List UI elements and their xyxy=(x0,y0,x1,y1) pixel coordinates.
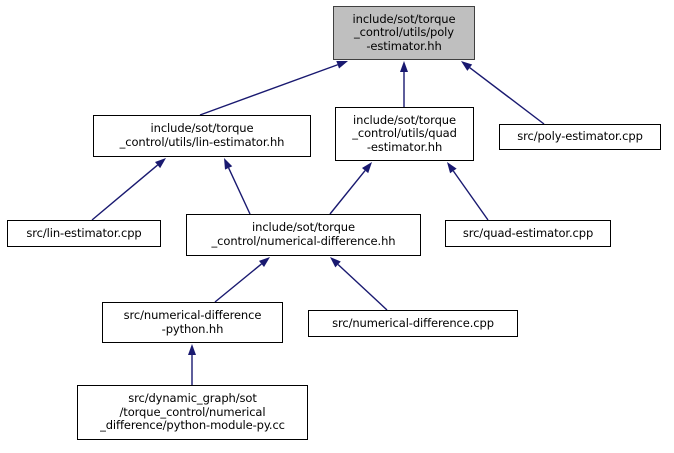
node-lin-estimator-hh-label: include/sot/torque _control/utils/lin-es… xyxy=(119,121,285,149)
node-quad-estimator-cpp-label: src/quad-estimator.cpp xyxy=(462,225,594,240)
node-numerical-difference-hh[interactable]: include/sot/torque _control/numerical-di… xyxy=(186,214,421,256)
edge-lin-cpp-to-lin-hh-line xyxy=(91,164,159,221)
edge-python-module-py-cc-to-numdiff-python-hh xyxy=(188,344,196,385)
node-python-module-py-cc-label: src/dynamic_graph/sot /torque_control/nu… xyxy=(100,391,285,433)
edge-lin-cpp-to-lin-hh xyxy=(91,158,166,221)
edge-numdiff-python-hh-to-numdiff-hh-arrowhead xyxy=(258,257,270,268)
node-numerical-difference-hh-label: include/sot/torque _control/numerical-di… xyxy=(211,220,396,248)
edge-quad-cpp-to-quad-hh-arrowhead xyxy=(447,162,457,174)
edge-numdiff-hh-to-quad-hh-line xyxy=(329,170,366,215)
edge-numdiff-hh-to-lin-hh-arrowhead xyxy=(224,158,233,170)
edge-numdiff-cpp-to-numdiff-hh-line xyxy=(337,263,388,311)
edge-quad-cpp-to-quad-hh xyxy=(447,162,489,221)
edge-numdiff-cpp-to-numdiff-hh xyxy=(330,257,388,311)
edge-numdiff-hh-to-lin-hh xyxy=(224,158,251,215)
edge-quad-hh-to-poly-hh xyxy=(400,61,408,107)
edge-poly-cpp-to-poly-hh-arrowhead xyxy=(461,61,473,71)
node-lin-estimator-hh[interactable]: include/sot/torque _control/utils/lin-es… xyxy=(93,115,311,157)
node-poly-estimator-cpp-label: src/poly-estimator.cpp xyxy=(517,129,643,144)
node-lin-estimator-cpp[interactable]: src/lin-estimator.cpp xyxy=(7,220,161,247)
node-poly-estimator-hh-label: include/sot/torque _control/utils/poly -… xyxy=(352,11,456,53)
edge-poly-cpp-to-poly-hh-line xyxy=(469,67,545,125)
node-numerical-difference-cpp-label: src/numerical-difference.cpp xyxy=(332,315,494,330)
node-quad-estimator-hh[interactable]: include/sot/torque _control/utils/quad -… xyxy=(335,107,474,161)
edge-lin-hh-to-poly-hh xyxy=(199,61,348,116)
node-numerical-difference-cpp[interactable]: src/numerical-difference.cpp xyxy=(308,310,518,337)
edge-lin-hh-to-poly-hh-arrowhead xyxy=(336,61,348,69)
node-lin-estimator-cpp-label: src/lin-estimator.cpp xyxy=(26,225,142,240)
node-python-module-py-cc[interactable]: src/dynamic_graph/sot /torque_control/nu… xyxy=(77,385,308,440)
edge-lin-cpp-to-lin-hh-arrowhead xyxy=(154,158,166,169)
edge-numdiff-hh-to-quad-hh-arrowhead xyxy=(361,162,372,174)
node-quad-estimator-cpp[interactable]: src/quad-estimator.cpp xyxy=(445,220,611,247)
edge-quad-hh-to-poly-hh-arrowhead xyxy=(400,61,408,72)
edge-lin-hh-to-poly-hh-line xyxy=(199,64,338,116)
node-poly-estimator-hh[interactable]: include/sot/torque _control/utils/poly -… xyxy=(333,6,475,60)
edge-poly-cpp-to-poly-hh xyxy=(461,61,545,125)
edge-quad-cpp-to-quad-hh-line xyxy=(452,170,489,221)
edge-numdiff-python-hh-to-numdiff-hh-line xyxy=(214,263,262,303)
edge-numdiff-hh-to-lin-hh-line xyxy=(227,167,251,215)
node-quad-estimator-hh-label: include/sot/torque _control/utils/quad -… xyxy=(352,112,457,154)
edge-python-module-py-cc-to-numdiff-python-hh-arrowhead xyxy=(188,344,196,355)
node-poly-estimator-cpp[interactable]: src/poly-estimator.cpp xyxy=(499,124,661,150)
node-numerical-difference-python-hh-label: src/numerical-difference -python.hh xyxy=(123,307,262,336)
edge-numdiff-python-hh-to-numdiff-hh xyxy=(214,257,270,303)
node-numerical-difference-python-hh[interactable]: src/numerical-difference -python.hh xyxy=(102,302,283,343)
edge-numdiff-cpp-to-numdiff-hh-arrowhead xyxy=(330,257,341,268)
edge-numdiff-hh-to-quad-hh xyxy=(329,162,372,215)
